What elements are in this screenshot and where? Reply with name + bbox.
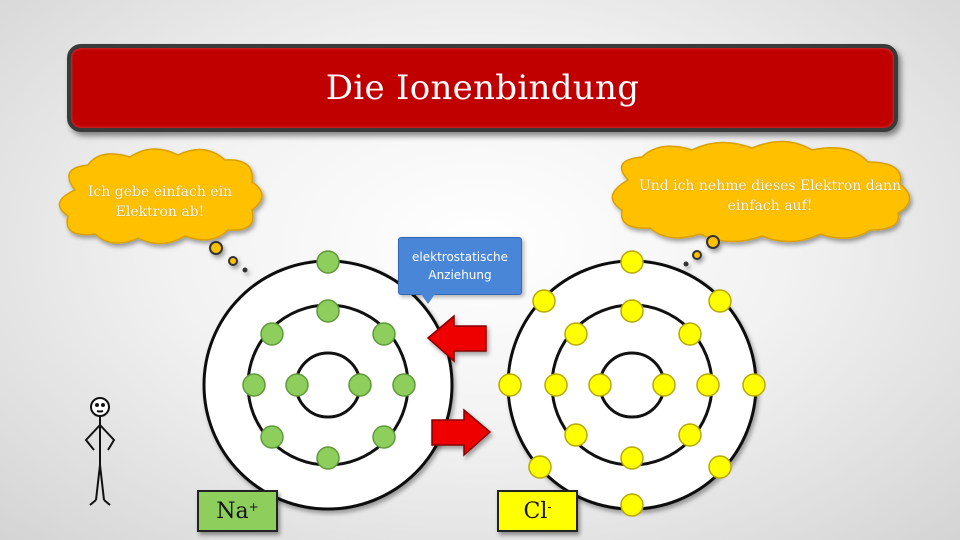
chloride-ion-label: Cl- (497, 490, 578, 532)
thought-dot-large (209, 241, 223, 255)
thought-dot-large (706, 235, 720, 249)
left-thought-bubble (58, 148, 263, 273)
cl-electron (544, 373, 568, 397)
cl-core-electron (652, 373, 676, 397)
thought-dot-small (683, 261, 689, 267)
cl-electron (678, 322, 702, 346)
sodium-ion-label: Na+ (197, 490, 278, 532)
na-valence-electron (316, 250, 340, 274)
cl-core-electron (588, 373, 612, 397)
arrow-right-shape (431, 408, 492, 457)
left-cloud-shape (58, 148, 263, 245)
na-electron (316, 299, 340, 323)
cl-electron (498, 373, 522, 397)
slide-title: Die Ionenbindung (325, 68, 640, 108)
na-electron (372, 322, 396, 346)
na-charge: + (248, 500, 259, 514)
na-core-electron (285, 373, 309, 397)
thought-dot-small (242, 267, 248, 273)
transfer-arrow-right (431, 408, 492, 457)
cl-electron (564, 423, 588, 447)
title-banner: Die Ionenbindung (67, 44, 898, 132)
na-electron (260, 425, 284, 449)
left-thought-text: Ich gebe einfach ein Elektron ab! (87, 184, 233, 220)
cl-electron (708, 455, 732, 479)
cl-electron (620, 446, 644, 470)
cl-electron (528, 455, 552, 479)
na-symbol: Na (216, 498, 249, 524)
attraction-arrow-left (426, 314, 487, 363)
right-thought-bubble (611, 140, 911, 267)
thought-dot-medium (228, 256, 238, 266)
cl-electron (696, 373, 720, 397)
cl-electron (620, 250, 644, 274)
thought-dot-medium (692, 250, 702, 260)
right-cloud-shape (611, 140, 911, 243)
cl-electron (532, 289, 556, 313)
cl-electrons (498, 250, 766, 517)
callout-tail (421, 294, 435, 304)
cl-electron (620, 299, 644, 323)
cl-charge: - (547, 500, 552, 514)
na-electron (260, 322, 284, 346)
attraction-callout: elektrostatische Anziehung (398, 237, 522, 295)
figure-head (90, 397, 110, 417)
na-electron (316, 446, 340, 470)
na-electron (392, 373, 416, 397)
cl-electron (620, 493, 644, 517)
chlorine-atom (498, 250, 766, 517)
cl-electron (564, 322, 588, 346)
na-core-electron (348, 373, 372, 397)
cl-electron (708, 289, 732, 313)
na-electrons (242, 250, 416, 470)
cl-symbol: Cl (523, 498, 548, 524)
cl-electron (678, 423, 702, 447)
sodium-atom (202, 250, 454, 511)
na-electron (242, 373, 266, 397)
cl-electron (742, 373, 766, 397)
na-electron (372, 425, 396, 449)
stick-figure (84, 397, 116, 506)
arrow-left-shape (426, 314, 487, 363)
right-thought-text: Und ich nehme dieses Elektron dann einfa… (638, 178, 902, 214)
